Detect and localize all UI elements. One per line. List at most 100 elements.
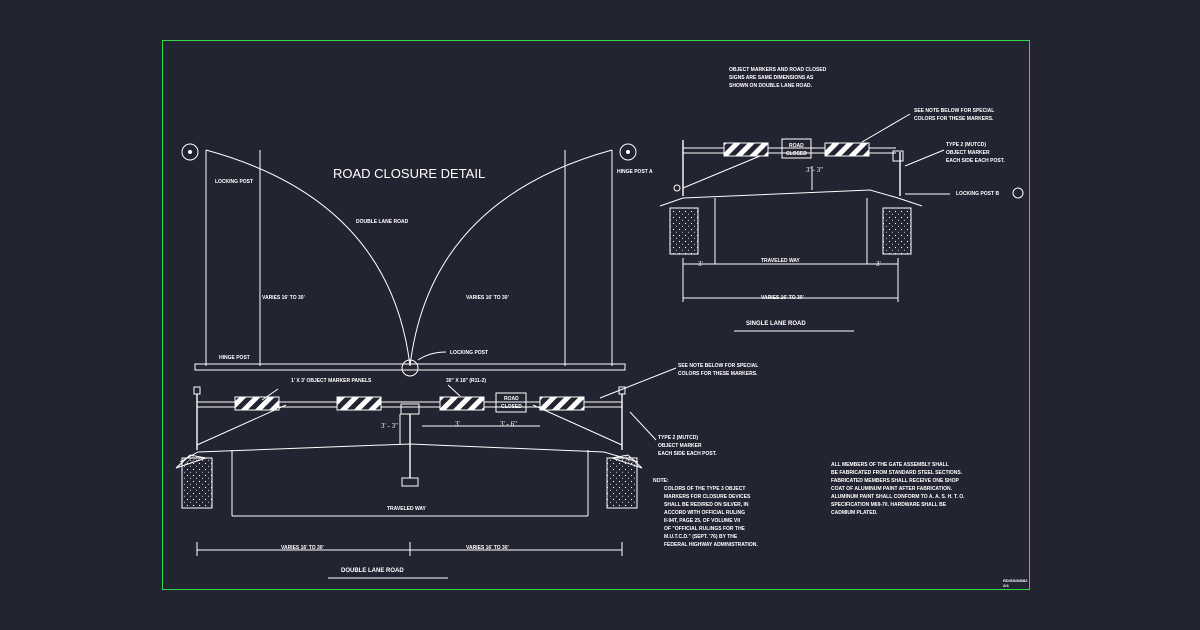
- assembly-note-line-4: COAT OF ALUMINUM PAINT AFTER FABRICATION…: [831, 486, 953, 492]
- single-marker-panel-2: [824, 142, 870, 157]
- assembly-note-line-1: ALL MEMBERS OF THE GATE ASSEMBLY SHALL: [831, 462, 949, 468]
- center-latch: [400, 403, 420, 415]
- single-traveled-way-label: TRAVELED WAY: [761, 258, 801, 264]
- single-road-crown: [659, 189, 923, 207]
- right-footing: [606, 457, 638, 509]
- locking-post-leader: [417, 351, 447, 361]
- double-lane-road-label: DOUBLE LANE ROAD: [341, 568, 404, 574]
- single-post-latch: [892, 150, 904, 162]
- single-dim-3-right: 3': [876, 260, 881, 268]
- reference-circle-left-dot: [188, 150, 192, 154]
- double-lane-elevation: [175, 367, 677, 579]
- road-closed-sign-line2: CLOSED: [501, 404, 522, 410]
- assembly-note-line-3: FABRICATED MEMBERS SHALL RECEIVE ONE SHO…: [831, 478, 960, 484]
- reference-circle-right-dot: [626, 150, 630, 154]
- single-reference-circle: [1012, 187, 1024, 199]
- single-see-note-1: SEE NOTE BELOW FOR SPECIAL: [914, 108, 994, 114]
- sign-leader: [447, 384, 461, 397]
- road-closed-sign: [495, 392, 527, 413]
- plan-view: [181, 143, 637, 377]
- sign-size-label: 30" X 18" (R11-2): [446, 378, 486, 384]
- see-note-label-2: COLORS FOR THESE MARKERS.: [678, 371, 758, 377]
- hinge-post-left-label: HINGE POST: [219, 355, 250, 361]
- object-marker-panel-2: [336, 396, 382, 411]
- single-brace: [682, 155, 761, 189]
- reference-circle-left: [181, 143, 199, 161]
- single-dim-3-3-label: 3' - 3": [806, 166, 823, 174]
- type2-label-1: TYPE 2 (MUTCD): [658, 435, 698, 441]
- plan-gate-bar: [194, 363, 626, 371]
- right-brace: [532, 404, 623, 446]
- single-varies-label: VARIES 16' TO 30': [761, 295, 804, 301]
- single-left-footing: [669, 207, 699, 255]
- assembly-note-line-5: ALUMINUM PAINT SHALL CONFORM TO A. A. S.…: [831, 494, 965, 500]
- type2-label-3: EACH SIDE EACH POST.: [658, 451, 717, 457]
- note-line-8: FEDERAL HIGHWAY ADMINISTRATION.: [664, 542, 758, 548]
- left-footing: [181, 457, 213, 509]
- single-road-closed-line1: ROAD: [789, 143, 804, 149]
- left-brace: [196, 404, 287, 446]
- single-dim-3-left: 3': [698, 260, 703, 268]
- see-note-leader: [599, 367, 677, 399]
- reference-circle-right: [619, 143, 637, 161]
- single-hinge-marker: [673, 184, 681, 192]
- dim-3-6-label: 3' - 6": [500, 420, 517, 428]
- dim-3-3-label: 3' - 3": [381, 422, 398, 430]
- locking-post-left-label: LOCKING POST: [215, 179, 253, 185]
- varies-left-label: VARIES 16' TO 30': [262, 295, 305, 301]
- center-locking-post: [401, 359, 419, 377]
- note-line-3: SHALL BE RED/RED ON SILVER, IN: [664, 502, 749, 508]
- single-see-note-leader: [861, 113, 911, 143]
- single-lane-road-label: SINGLE LANE ROAD: [746, 321, 806, 327]
- single-type2-1: TYPE 2 (MUTCD): [946, 142, 986, 148]
- traveled-way-label: TRAVELED WAY: [387, 506, 427, 512]
- center-socket: [401, 477, 419, 487]
- double-lane-arc-label: DOUBLE LANE ROAD: [356, 219, 409, 225]
- single-locking-post-label: LOCKING POST B: [956, 191, 999, 197]
- right-swing-arc: [409, 149, 613, 367]
- single-right-footing: [882, 207, 912, 255]
- object-marker-panel-3: [439, 396, 485, 411]
- note-line-4: ACCORD WITH OFFICIAL RULING: [664, 510, 745, 516]
- single-top-note-2: SIGNS ARE SAME DIMENSIONS AS: [729, 75, 814, 81]
- drawing-frame: [162, 40, 1030, 590]
- single-road-closed-sign: [781, 138, 812, 159]
- varies-right-label: VARIES 16' TO 30': [466, 295, 509, 301]
- left-ground-hatch: [175, 454, 208, 469]
- single-road-closed-line2: CLOSED: [786, 151, 807, 157]
- note-line-2: MARKERS FOR CLOSURE DEVICES: [664, 494, 751, 500]
- single-see-note-2: COLORS FOR THESE MARKERS.: [914, 116, 994, 122]
- single-lane-elevation: [659, 113, 1024, 332]
- assembly-note-line-2: BE FABRICATED FROM STANDARD STEEL SECTIO…: [831, 470, 963, 476]
- locking-post-center-label: LOCKING POST: [450, 350, 488, 356]
- road-crown: [179, 443, 639, 463]
- titleblock-line-2: 2/4: [1003, 583, 1009, 588]
- type2-leader: [629, 411, 657, 441]
- varies-bottom-left-label: VARIES 16' TO 30': [281, 545, 324, 551]
- note-line-5: II-94T, PAGE 25, OF VOLUME VII: [664, 518, 741, 524]
- note-heading: NOTE:: [653, 478, 669, 484]
- left-post-cap: [193, 386, 201, 395]
- assembly-note-line-6: SPECIFICATION M69-70. HARDWARE SHALL BE: [831, 502, 947, 508]
- hinge-post-right-label: HINGE POST A: [617, 169, 653, 175]
- note-line-6: OF "OFFICIAL RULINGS FOR THE: [664, 526, 746, 532]
- panel-leader: [261, 388, 279, 401]
- single-type2-3: EACH SIDE EACH POST.: [946, 158, 1005, 164]
- see-note-label-1: SEE NOTE BELOW FOR SPECIAL: [678, 363, 758, 369]
- type2-label-2: OBJECT MARKER: [658, 443, 702, 449]
- drawing-title: ROAD CLOSURE DETAIL: [333, 166, 485, 181]
- single-top-note-3: SHOWN ON DOUBLE LANE ROAD.: [729, 83, 813, 89]
- left-swing-arc: [205, 149, 411, 367]
- object-marker-panel-1: [234, 396, 280, 411]
- object-marker-panel-4: [539, 396, 585, 411]
- right-ground-hatch: [610, 454, 643, 469]
- dim-3-label: 3': [455, 420, 460, 428]
- single-type2-2: OBJECT MARKER: [946, 150, 990, 156]
- note-line-7: M.U.T.C.D." (SEPT. '76) BY THE: [664, 534, 738, 540]
- single-top-note-1: OBJECT MARKERS AND ROAD CLOSED: [729, 67, 827, 73]
- single-type2-leader: [904, 149, 945, 167]
- titleblock-line-1: RD/SS/8/8/82: [1003, 578, 1028, 583]
- road-closed-sign-line1: ROAD: [504, 396, 519, 402]
- note-line-1: COLORS OF THE TYPE 3 OBJECT: [664, 486, 745, 492]
